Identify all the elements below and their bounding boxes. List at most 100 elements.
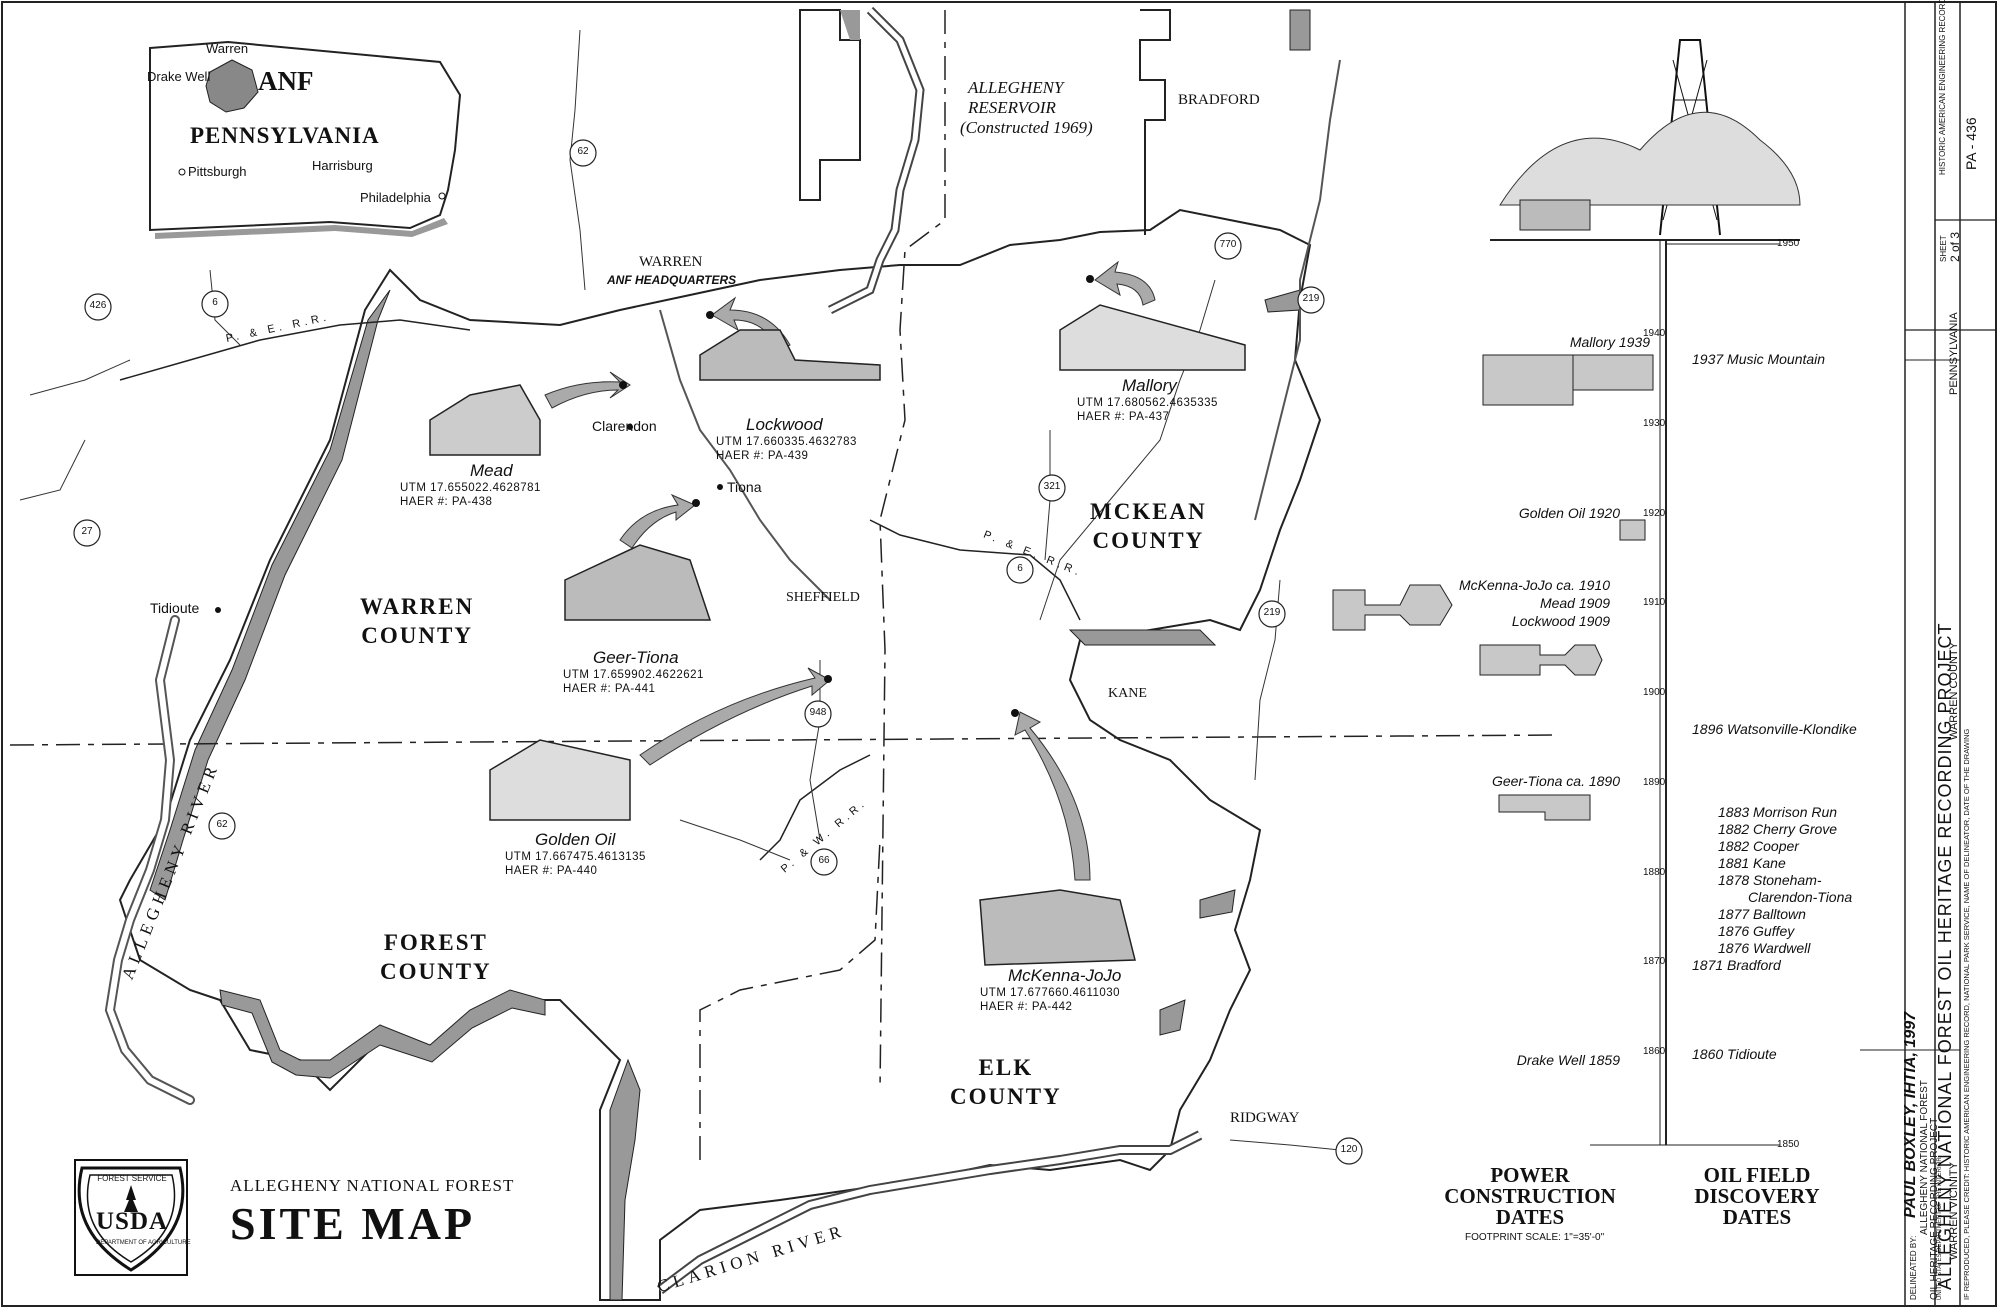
tl-year-1920: 1920 bbox=[1643, 508, 1666, 519]
town-warren: WARREN bbox=[639, 254, 703, 270]
town-kane: KANE bbox=[1108, 686, 1147, 701]
power-mckenna-jojo: McKenna-JoJo ca. 1910 bbox=[1459, 577, 1610, 593]
county-mckean: MCKEAN COUNTY bbox=[1090, 497, 1207, 555]
title-block-delineator-label: DELINEATED BY: bbox=[1909, 1235, 1918, 1300]
tl-year-1870: 1870 bbox=[1643, 956, 1666, 967]
logo-bottom-text: DEPARTMENT OF AGRICULTURE bbox=[96, 1240, 191, 1246]
town-clarendon: Clarendon bbox=[592, 418, 657, 434]
tl-year-1910: 1910 bbox=[1643, 597, 1666, 608]
site-lockwood: Lockwood UTM 17.660335.4632783 HAER #: P… bbox=[716, 415, 857, 463]
title-line1: ALLEGHENY NATIONAL FOREST bbox=[230, 1176, 515, 1195]
county-mckean-line2: COUNTY bbox=[1092, 528, 1205, 553]
inset-drake-well-label: Drake Well bbox=[147, 69, 211, 84]
town-bradford: BRADFORD bbox=[1178, 92, 1260, 108]
route-27: 27 bbox=[81, 526, 93, 537]
discovery-kane: 1881 Kane bbox=[1718, 855, 1786, 871]
site-golden-oil: Golden Oil UTM 17.667475.4613135 HAER #:… bbox=[505, 830, 646, 878]
discovery-stoneham: 1878 Stoneham- bbox=[1718, 872, 1822, 888]
site-geer-tiona-name: Geer-Tiona bbox=[593, 648, 679, 667]
site-mead-haer: HAER #: PA-438 bbox=[400, 496, 493, 508]
logo-center-text: USDA bbox=[96, 1208, 169, 1235]
title-block-sheet-label: SHEET bbox=[1939, 235, 1948, 262]
route-948: 948 bbox=[809, 707, 827, 718]
logo-top-text: FOREST SERVICE bbox=[97, 1174, 167, 1183]
title-block-agency3: UNITED STATES DEPARTMENT OF THE INTERIOR bbox=[1937, 1157, 1943, 1300]
county-forest-line1: FOREST bbox=[383, 930, 488, 955]
discovery-cooper: 1882 Cooper bbox=[1718, 838, 1799, 854]
route-6-east: 6 bbox=[1017, 563, 1023, 574]
county-mckean-line1: MCKEAN bbox=[1090, 499, 1207, 524]
discovery-wardwell: 1876 Wardwell bbox=[1718, 940, 1811, 956]
county-forest: FOREST COUNTY bbox=[380, 928, 492, 986]
inset-anf-label: ANF bbox=[258, 66, 314, 96]
tl-year-1890: 1890 bbox=[1643, 777, 1666, 788]
site-mckenna-jojo-haer: HAER #: PA-442 bbox=[980, 1001, 1073, 1013]
tl-year-1950: 1950 bbox=[1777, 238, 1800, 249]
power-heading: POWER CONSTRUCTION DATES bbox=[1440, 1165, 1620, 1228]
route-770: 770 bbox=[1219, 239, 1237, 250]
title-block-sheet: 2 of 3 bbox=[1948, 231, 1962, 262]
title-block-delineator: PAUL BOXLEY, IHTIA, 1997 bbox=[1902, 1012, 1919, 1218]
site-mead-utm: UTM 17.655022.4628781 bbox=[400, 482, 541, 494]
tl-year-1880: 1880 bbox=[1643, 867, 1666, 878]
footprint-scale: FOOTPRINT SCALE: 1"=35'-0" bbox=[1465, 1232, 1605, 1243]
route-426: 426 bbox=[89, 300, 107, 311]
county-warren: WARREN COUNTY bbox=[360, 592, 474, 650]
site-geer-tiona: Geer-Tiona UTM 17.659902.4622621 HAER #:… bbox=[563, 648, 704, 696]
route-219-north: 219 bbox=[1302, 293, 1320, 304]
site-mallory-haer: HAER #: PA-437 bbox=[1077, 411, 1170, 423]
site-lockwood-utm: UTM 17.660335.4632783 bbox=[716, 436, 857, 448]
site-mckenna-jojo: McKenna-JoJo UTM 17.677660.4611030 HAER … bbox=[980, 966, 1121, 1014]
county-elk: ELK COUNTY bbox=[950, 1053, 1062, 1111]
site-mead: Mead UTM 17.655022.4628781 HAER #: PA-43… bbox=[400, 461, 541, 509]
town-anf-headquarters: ANF HEADQUARTERS bbox=[607, 273, 737, 287]
title-line2: SITE MAP bbox=[230, 1198, 476, 1249]
title-block-vicinity: WARREN VICINITY bbox=[1948, 1162, 1960, 1260]
site-lockwood-name: Lockwood bbox=[746, 415, 823, 434]
discovery-morrison-run: 1883 Morrison Run bbox=[1718, 804, 1838, 820]
power-mead: Mead 1909 bbox=[1539, 595, 1610, 611]
county-warren-line2: COUNTY bbox=[361, 623, 473, 648]
discovery-heading-line3: DATES bbox=[1722, 1205, 1792, 1229]
power-mallory: Mallory 1939 bbox=[1569, 334, 1650, 350]
title-block-number: PA - 436 bbox=[1963, 117, 1979, 170]
county-forest-line2: COUNTY bbox=[380, 959, 492, 984]
town-tiona: Tiona bbox=[727, 479, 762, 495]
power-lockwood: Lockwood 1909 bbox=[1511, 613, 1610, 629]
site-mallory-utm: UTM 17.680562.4635335 bbox=[1077, 397, 1218, 409]
route-6-west: 6 bbox=[212, 297, 218, 308]
route-120: 120 bbox=[1340, 1144, 1358, 1155]
discovery-balltown: 1877 Balltown bbox=[1718, 906, 1806, 922]
tl-year-1930: 1930 bbox=[1643, 418, 1666, 429]
discovery-cherry-grove: 1882 Cherry Grove bbox=[1718, 821, 1838, 837]
site-geer-tiona-haer: HAER #: PA-441 bbox=[563, 683, 656, 695]
title-block-county: WARREN COUNTY bbox=[1948, 642, 1960, 740]
inset-pittsburgh-label: Pittsburgh bbox=[188, 164, 247, 179]
site-golden-oil-haer: HAER #: PA-440 bbox=[505, 865, 598, 877]
power-heading-line1: POWER bbox=[1490, 1163, 1570, 1187]
town-tidioute: Tidioute bbox=[150, 600, 200, 616]
discovery-bradford: 1871 Bradford bbox=[1692, 957, 1781, 973]
discovery-watsonville: 1896 Watsonville-Klondike bbox=[1692, 721, 1857, 737]
county-elk-line1: ELK bbox=[978, 1055, 1034, 1080]
inset-warren-label: Warren bbox=[206, 41, 249, 56]
route-321: 321 bbox=[1043, 481, 1061, 492]
discovery-guffey: 1876 Guffey bbox=[1718, 923, 1795, 939]
reservoir-line2: RESERVOIR bbox=[968, 98, 1056, 117]
discovery-tidioute: 1860 Tidioute bbox=[1692, 1046, 1777, 1062]
power-geer-tiona: Geer-Tiona ca. 1890 bbox=[1491, 773, 1620, 789]
tl-year-1850: 1850 bbox=[1777, 1139, 1800, 1150]
site-geer-tiona-utm: UTM 17.659902.4622621 bbox=[563, 669, 704, 681]
site-golden-oil-utm: UTM 17.667475.4613135 bbox=[505, 851, 646, 863]
site-mckenna-jojo-name: McKenna-JoJo bbox=[1008, 966, 1122, 985]
site-mallory-name: Mallory bbox=[1122, 376, 1177, 395]
power-golden-oil: Golden Oil 1920 bbox=[1518, 505, 1620, 521]
route-62-south: 62 bbox=[216, 819, 228, 830]
power-drake-well: Drake Well 1859 bbox=[1516, 1052, 1620, 1068]
discovery-heading: OIL FIELD DISCOVERY DATES bbox=[1672, 1165, 1842, 1228]
county-elk-line2: COUNTY bbox=[950, 1084, 1062, 1109]
county-warren-line1: WARREN bbox=[360, 594, 475, 619]
route-66: 66 bbox=[818, 855, 830, 866]
